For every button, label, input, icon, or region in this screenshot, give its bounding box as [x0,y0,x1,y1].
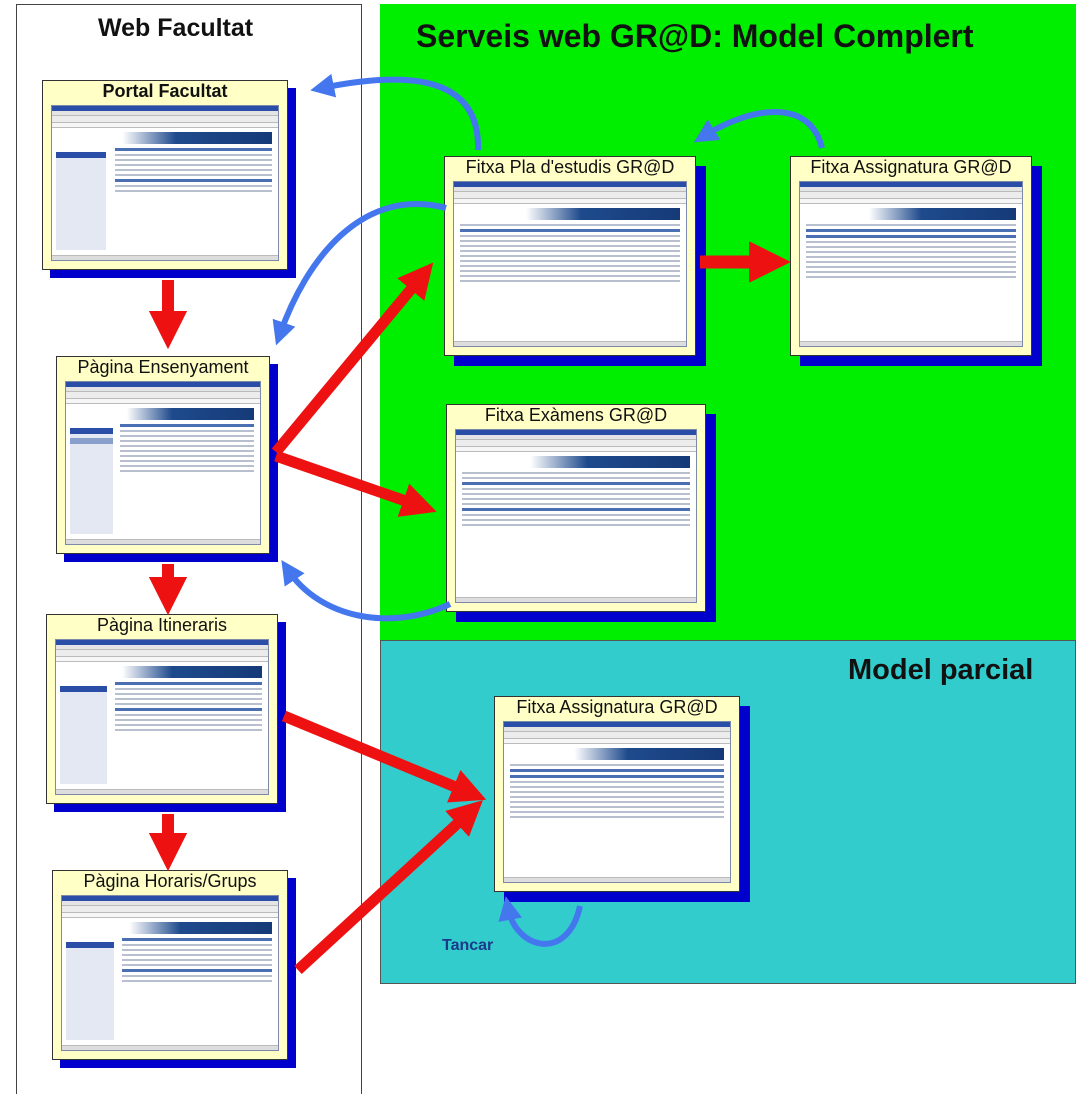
arrow-tancar-loop [498,896,583,947]
tancar-label: Tancar [442,937,494,954]
card-title: Fitxa Assignatura GR@D [516,697,718,717]
web-facultat-title: Web Facultat [98,14,254,42]
card-title: Fitxa Assignatura GR@D [810,157,1012,177]
browser-thumbnail [65,381,261,545]
card-title: Pàgina Itineraris [96,615,228,635]
browser-thumbnail [61,895,279,1051]
arrow-ensenyament-to-pla [271,262,434,456]
arrow-pla-back-to-portal [310,73,482,151]
card-pagina-horaris[interactable]: Pàgina Horaris/Grups [52,870,296,1068]
card-title: Portal Facultat [102,81,228,101]
arrow-horaris-to-parcial [294,800,483,975]
card-title: Fitxa Pla d'estudis GR@D [465,157,675,177]
browser-thumbnail [51,105,279,261]
card-portal-facultat[interactable]: Portal Facultat [42,80,296,278]
browser-thumbnail [55,639,269,795]
card-title: Fitxa Exàmens GR@D [484,405,668,425]
card-title: Pàgina Ensenyament [77,357,249,377]
card-title: Pàgina Horaris/Grups [83,871,257,891]
arrow-ensenyament-to-examens [274,450,437,517]
card-fitxa-assignatura[interactable]: Fitxa Assignatura GR@D [790,156,1042,366]
card-pagina-ensenyament[interactable]: Pàgina Ensenyament [56,356,278,562]
browser-thumbnail [503,721,731,883]
card-pagina-itineraris[interactable]: Pàgina Itineraris [46,614,286,812]
arrow-assignatura-back-to-pla [693,109,825,149]
arrow-examens-back-to-ensenyament [281,560,452,622]
model-parcial-title: Model parcial [848,654,1034,686]
model-complert-title: Serveis web GR@D: Model Complert [416,18,974,54]
card-fitxa-pla-estudis[interactable]: Fitxa Pla d'estudis GR@D [444,156,706,366]
arrow-pla-back-to-ensenyament [272,201,447,346]
card-fitxa-assignatura-parcial[interactable]: Fitxa Assignatura GR@D [494,696,750,902]
browser-thumbnail [453,181,687,347]
arrow-itineraris-to-parcial [281,710,487,803]
card-fitxa-examens[interactable]: Fitxa Exàmens GR@D [446,404,716,622]
browser-thumbnail [799,181,1023,347]
browser-thumbnail [455,429,697,603]
